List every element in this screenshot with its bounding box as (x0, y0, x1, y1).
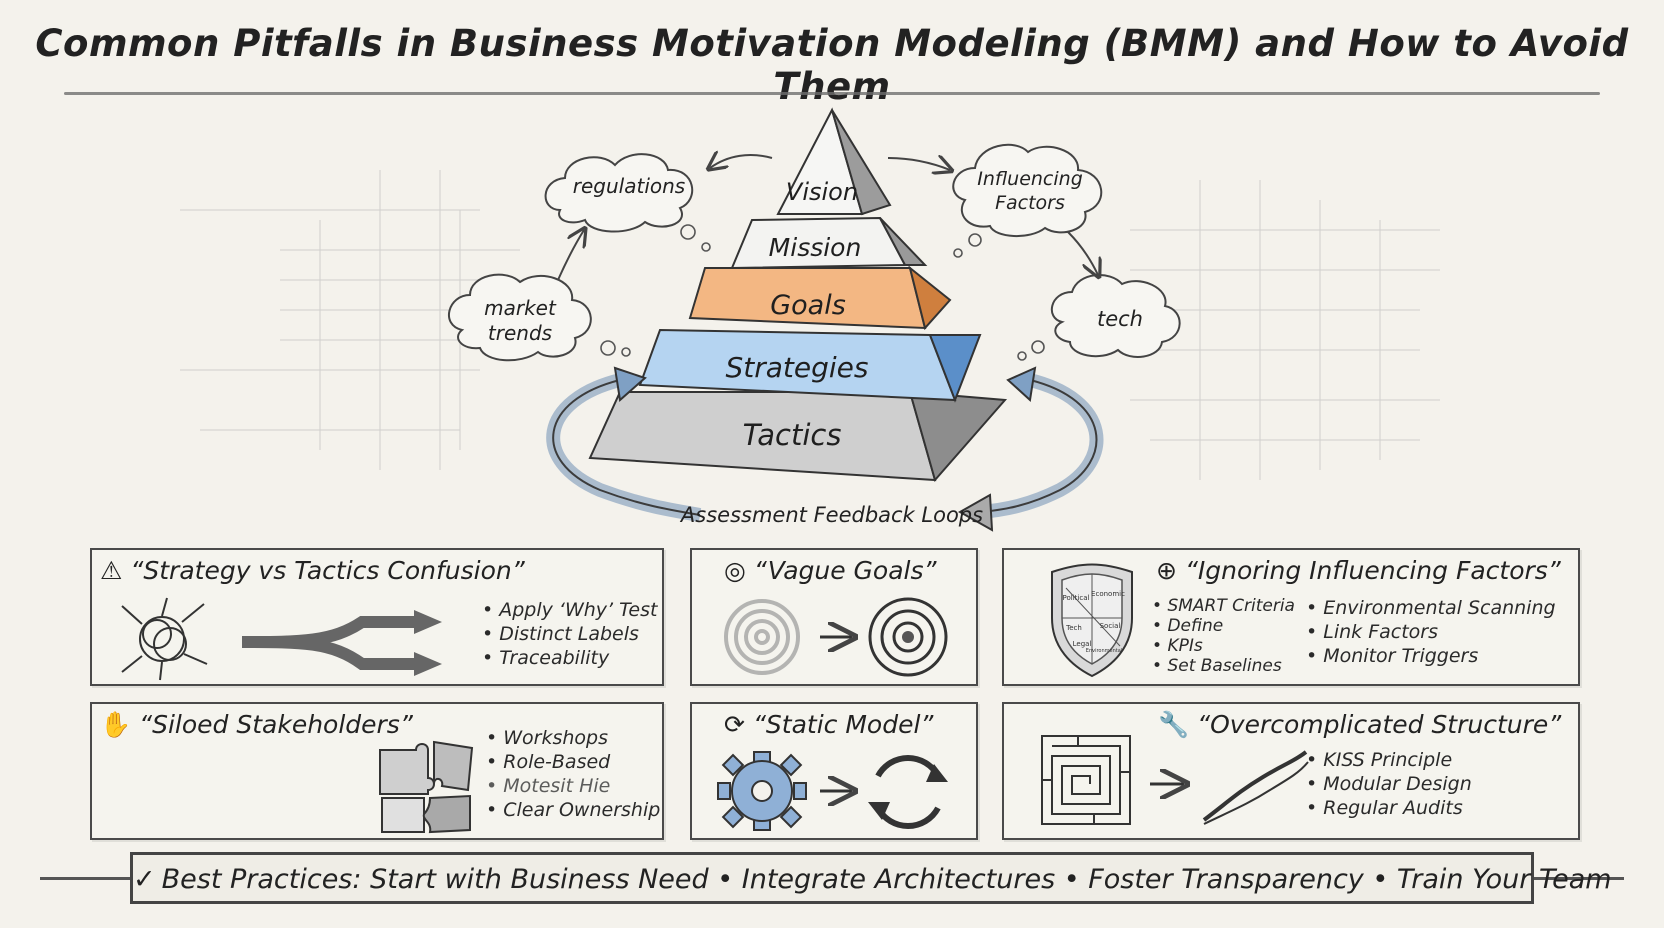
cloud-tech: tech (1017, 273, 1181, 361)
card-title-overcomplicated: “Overcomplicated Structure” (1197, 710, 1562, 739)
list-item: Environmental Scanning (1306, 596, 1555, 620)
list-item: Workshops (486, 726, 660, 750)
shield-label: Environmental (1086, 648, 1122, 654)
shield-label: Tech (1065, 624, 1082, 632)
layer-label-vision: Vision (786, 178, 858, 206)
layer-label-tactics: Tactics (743, 418, 842, 452)
cloud-market-trends: market trends (448, 273, 631, 362)
cloud-influencing-factors: Influencing Factors (952, 143, 1103, 258)
best-practices-banner: ✓Best Practices: Start with Business Nee… (130, 852, 1612, 904)
pestle-shield-illustration: Political Economic Tech Social Legal Env… (1051, 563, 1133, 678)
wrench-icon: 🔧 (1158, 710, 1190, 739)
tangle-to-arrows-illustration (121, 597, 442, 681)
pyramid-layer-goals: Goals (688, 265, 952, 331)
card-siloed-stakeholders: ✋“Siloed Stakeholders” Workshops Role-Ba… (90, 702, 664, 840)
handshake-icon: ✋ (100, 710, 132, 739)
title-divider (64, 92, 1600, 95)
cloud-regulations: regulations (544, 153, 711, 252)
svg-text:Factors: Factors (995, 192, 1065, 214)
page-title: Common Pitfalls in Business Motivation M… (35, 22, 1629, 108)
layer-label-mission: Mission (769, 233, 862, 262)
svg-text:regulations: regulations (573, 174, 685, 198)
overcomplicated-bullets: KISS Principle Modular Design Regular Au… (1306, 748, 1472, 820)
warning-icon: ⚠ (100, 556, 123, 585)
refresh-icon: ⟳ (724, 710, 745, 739)
list-item: Monitor Triggers (1306, 644, 1556, 668)
card-static-model: ⟳“Static Model” (690, 702, 978, 840)
puzzle-pieces-illustration (379, 740, 474, 834)
list-item: Distinct Labels (482, 622, 657, 646)
list-item: KPIs (1152, 636, 1295, 656)
card-title-influencing: “Ignoring Influencing Factors” (1184, 556, 1561, 585)
background-grid-right (1130, 180, 1440, 480)
card-title-static-model: “Static Model” (752, 710, 934, 739)
pyramid-layer-strategies: Strategies (638, 328, 982, 403)
banner-rule-left (40, 877, 132, 880)
card-ignoring-influencing-factors: ⊕“Ignoring Influencing Factors” Politica… (1002, 548, 1580, 686)
layer-label-strategies: Strategies (726, 351, 869, 384)
list-item: Link Factors (1306, 620, 1556, 644)
svg-text:trends: trends (488, 321, 552, 345)
gear-icon (717, 751, 807, 831)
check-circle-icon: ✓ (133, 864, 156, 895)
list-item: Regular Audits (1306, 796, 1472, 820)
banner-rule-right (1532, 877, 1624, 880)
pyramid-layer-tactics: Tactics (588, 390, 1008, 483)
shield-label: Economic (1091, 590, 1125, 598)
card-title-vague-goals: “Vague Goals” (753, 556, 937, 585)
card-strategy-tactics-confusion: ⚠“Strategy vs Tactics Confusion” Apply ‘… (90, 548, 664, 686)
globe-icon: ⊕ (1156, 556, 1177, 585)
list-item: Motesit Hie (486, 774, 660, 798)
feedback-loop-arrows (546, 366, 1104, 532)
card-vague-goals: ◎“Vague Goals” (690, 548, 978, 686)
influencing-bullets-right: Environmental Scanning Link Factors Moni… (1306, 596, 1556, 668)
list-item: KISS Principle (1306, 748, 1472, 772)
shield-label: Legal (1073, 640, 1092, 648)
svg-text:Influencing: Influencing (977, 168, 1083, 190)
pyramid: Tactics Strategies Goals Mission Vision (588, 107, 1008, 483)
list-item: Role-Based (486, 750, 660, 774)
list-item: Traceability (482, 646, 657, 670)
pyramid-layer-mission: Mission (730, 216, 928, 270)
gear-to-cycle-illustration (717, 751, 948, 831)
shield-label: Political (1063, 594, 1090, 602)
siloed-bullets: Workshops Role-Based Motesit Hie Clear O… (486, 726, 660, 822)
cycle-icon (875, 755, 941, 829)
card-overcomplicated-structure: 🔧“Overcomplicated Structure” KISS Princi… (1002, 702, 1580, 840)
pyramid-layer-vision: Vision (776, 107, 892, 216)
feedback-loop-label: Assessment Feedback Loops (679, 503, 983, 527)
strategy-tactics-bullets: Apply ‘Why’ Test Distinct Labels Traceab… (482, 598, 657, 670)
list-item: Modular Design (1306, 772, 1472, 796)
list-item: Set Baselines (1152, 656, 1295, 676)
svg-text:market: market (484, 296, 557, 320)
target-arrow-icon: ◎ (724, 556, 746, 585)
list-item: Clear Ownership (486, 798, 660, 822)
maze-to-path-illustration (1041, 735, 1309, 825)
influencing-bullets-left: SMART Criteria Define KPIs Set Baselines (1152, 596, 1295, 676)
list-item: Define (1152, 616, 1295, 636)
card-title-strategy-tactics: “Strategy vs Tactics Confusion” (130, 556, 525, 585)
layer-label-goals: Goals (770, 290, 846, 321)
blurry-to-sharp-target-illustration (724, 597, 948, 677)
list-item: Apply ‘Why’ Test (482, 598, 657, 622)
connector-arrows (557, 155, 1098, 280)
card-title-siloed: “Siloed Stakeholders” (139, 710, 413, 739)
list-item: SMART Criteria (1152, 596, 1295, 616)
best-practices-text: Best Practices: Start with Business Need… (161, 864, 1612, 895)
svg-text:tech: tech (1097, 307, 1143, 331)
shield-label: Social (1100, 622, 1121, 630)
